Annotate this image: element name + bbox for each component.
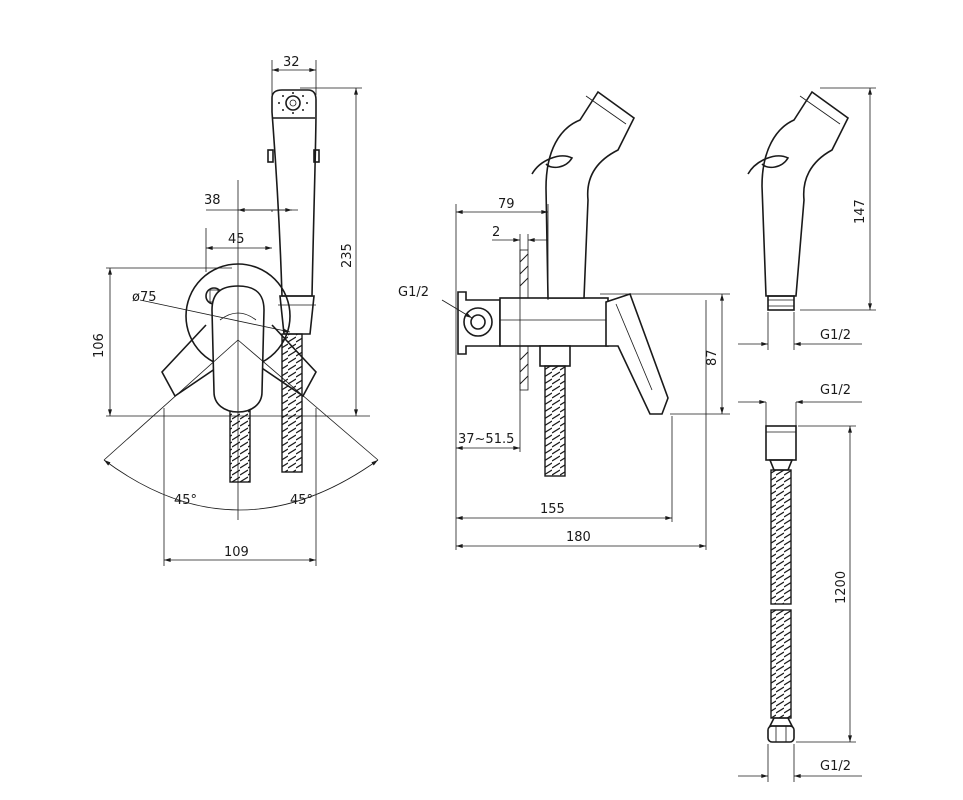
- hose-lower: [770, 609, 792, 719]
- dim-front-height-235: 235: [340, 243, 355, 268]
- dim-front-offset-45: 45: [228, 232, 245, 247]
- dim-side-thread: G1/2: [398, 285, 429, 300]
- side-hand-shower: [545, 90, 636, 299]
- dim-front-angle-right: 45°: [290, 493, 313, 508]
- nozzle-dots-icon: [278, 92, 308, 114]
- dim-front-offset-38: 38: [204, 193, 221, 208]
- hose-upper: [770, 469, 792, 605]
- front-hose-left: [229, 409, 251, 483]
- dim-front-diameter: ø75: [132, 290, 157, 305]
- shower-detail: 147 G1/2: [738, 87, 876, 350]
- dim-front-angle-left: 45°: [174, 493, 197, 508]
- front-hose-right: [281, 333, 303, 473]
- dim-shower-height-147: 147: [853, 199, 868, 224]
- front-view: 32 38 45 ø75 106 235 45° 45° 109: [92, 55, 379, 566]
- dim-side-range: 37~51.5: [458, 432, 514, 447]
- dim-front-height-106: 106: [92, 333, 107, 358]
- dim-side-height-87: 87: [705, 349, 720, 366]
- dim-side-length-180: 180: [566, 530, 591, 545]
- front-hand-shower: [267, 89, 320, 335]
- dim-front-width-109: 109: [224, 545, 249, 560]
- side-hose: [544, 365, 566, 477]
- side-valve-body: [499, 297, 609, 347]
- dim-side-depth-79: 79: [498, 197, 515, 212]
- side-view: G1/2 79 2 87 37~51.5 155 180: [398, 90, 730, 550]
- dim-front-shower-width: 32: [283, 55, 300, 70]
- dim-shower-thread: G1/2: [820, 328, 851, 343]
- dim-hose-thread-bottom: G1/2: [820, 759, 851, 774]
- hose-detail: G1/2 1200 G1/2: [738, 383, 862, 782]
- dim-side-length-155: 155: [540, 502, 565, 517]
- dim-side-depth-2: 2: [492, 225, 500, 240]
- dim-hose-length: 1200: [834, 571, 849, 604]
- dim-hose-thread-top: G1/2: [820, 383, 851, 398]
